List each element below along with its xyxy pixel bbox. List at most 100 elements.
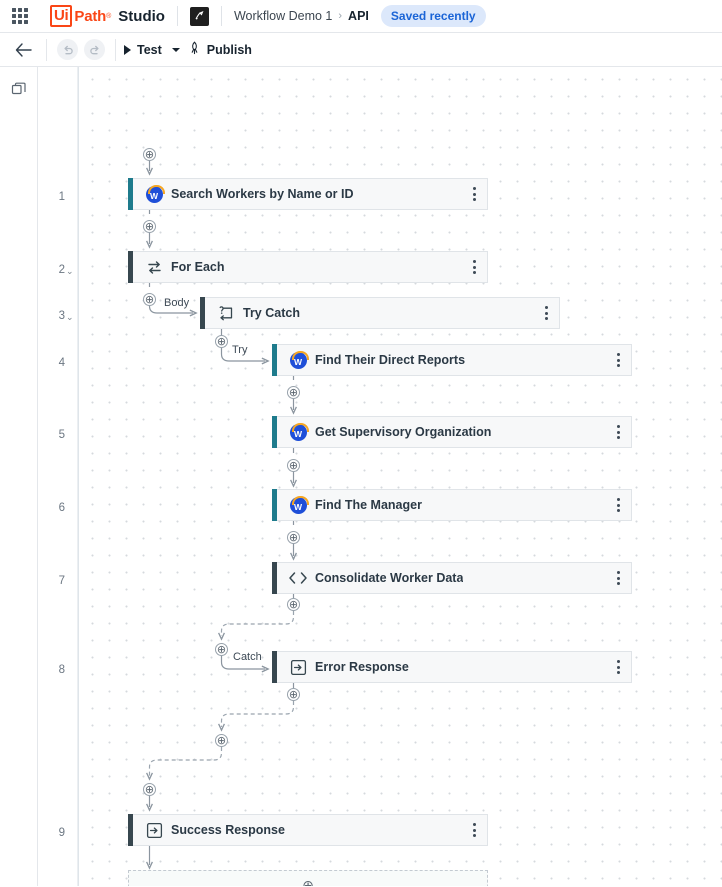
undo-redo-group: [47, 39, 115, 60]
workflow-node-find-the-manager[interactable]: W Find The Manager: [272, 489, 632, 521]
node-title: For Each: [171, 260, 225, 274]
node-accent-bar: [272, 562, 277, 594]
try-catch-icon: [209, 305, 243, 322]
node-title: Try Catch: [243, 306, 300, 320]
add-activity-button[interactable]: ⊕: [143, 148, 156, 161]
plus-icon: ⊕: [302, 878, 314, 886]
response-icon: [281, 659, 315, 676]
breadcrumb-current[interactable]: API: [348, 9, 369, 23]
collapse-chevron-down-icon[interactable]: ⌄: [66, 266, 74, 276]
undo-button[interactable]: [57, 39, 78, 60]
try-catch-icon: [219, 305, 233, 320]
workday-icon: W: [289, 422, 309, 441]
node-title: Success Response: [171, 823, 285, 837]
divider: [220, 6, 222, 26]
code-icon: [281, 570, 315, 586]
workday-icon: W: [289, 350, 309, 369]
branch-label-try: Try: [232, 344, 248, 356]
workflow-node-try-catch[interactable]: Try Catch: [200, 297, 560, 329]
status-badge-saved: Saved recently: [380, 5, 486, 27]
action-bar: Test Publish: [0, 33, 722, 67]
workflow-node-search-workers[interactable]: W Search Workers by Name or ID: [128, 178, 488, 210]
node-more-options-icon[interactable]: [470, 257, 479, 277]
add-activity-button[interactable]: ⊕: [215, 734, 228, 747]
node-accent-bar: [128, 251, 133, 283]
workday-icon: W: [281, 422, 315, 441]
branch-label-body: Body: [164, 297, 190, 309]
publish-button[interactable]: Publish: [180, 33, 260, 66]
node-more-options-icon[interactable]: [614, 657, 623, 677]
copy-files-icon[interactable]: [0, 75, 38, 105]
response-icon: [137, 822, 171, 839]
add-activity-button[interactable]: ⊕: [287, 531, 300, 544]
node-accent-bar: [200, 297, 205, 329]
node-more-options-icon[interactable]: [614, 568, 623, 588]
node-title: Find The Manager: [315, 498, 422, 512]
play-icon: [124, 44, 131, 55]
breadcrumb: Workflow Demo 1 › API: [234, 9, 369, 23]
divider: [46, 38, 47, 61]
node-title: Search Workers by Name or ID: [171, 187, 354, 201]
loop-icon: [147, 260, 161, 274]
workflow-node-error-response[interactable]: Error Response: [272, 651, 632, 683]
breadcrumb-project[interactable]: Workflow Demo 1: [233, 9, 333, 23]
logo-studio-text: Studio: [118, 7, 165, 25]
node-title: Error Response: [315, 660, 409, 674]
gutter-line-number: 7: [58, 575, 65, 587]
workflow-node-for-each[interactable]: For Each: [128, 251, 488, 283]
gutter-line-number: 3: [58, 310, 65, 322]
add-activity-button[interactable]: ⊕: [215, 335, 228, 348]
node-accent-bar: [128, 178, 133, 210]
workday-icon: W: [137, 184, 171, 203]
node-title: Consolidate Worker Data: [315, 571, 464, 585]
node-accent-bar: [272, 489, 277, 521]
add-activity-button[interactable]: ⊕: [215, 643, 228, 656]
test-dropdown-caret-icon[interactable]: [171, 47, 180, 52]
logo-trademark-icon: ®: [106, 12, 112, 20]
code-icon: [289, 572, 307, 584]
logo-path-text: Path: [74, 7, 107, 25]
workday-icon: W: [145, 184, 165, 203]
node-more-options-icon[interactable]: [614, 422, 623, 442]
add-activity-button[interactable]: ⊕: [143, 220, 156, 233]
workday-icon: W: [289, 495, 309, 514]
response-icon: [290, 659, 306, 675]
test-button[interactable]: Test: [116, 33, 170, 66]
node-more-options-icon[interactable]: [614, 350, 623, 370]
left-rail: [0, 67, 38, 886]
node-title: Get Supervisory Organization: [315, 425, 492, 439]
node-more-options-icon[interactable]: [470, 820, 479, 840]
redo-button[interactable]: [84, 39, 105, 60]
add-activity-button[interactable]: ⊕: [287, 459, 300, 472]
add-activity-button[interactable]: ⊕: [143, 293, 156, 306]
collapse-chevron-down-icon[interactable]: ⌄: [66, 312, 74, 322]
node-accent-bar: [272, 651, 277, 683]
add-activity-dropzone[interactable]: ⊕: [128, 870, 488, 886]
workflow-node-success-response[interactable]: Success Response: [128, 814, 488, 846]
node-more-options-icon[interactable]: [470, 184, 479, 204]
workflow-node-consolidate-worker-data[interactable]: Consolidate Worker Data: [272, 562, 632, 594]
add-activity-button[interactable]: ⊕: [287, 688, 300, 701]
node-more-options-icon[interactable]: [542, 303, 551, 323]
gutter-line-number: 8: [58, 664, 65, 676]
add-activity-button[interactable]: ⊕: [287, 386, 300, 399]
node-accent-bar: [272, 416, 277, 448]
add-activity-button[interactable]: ⊕: [143, 783, 156, 796]
back-button[interactable]: [0, 33, 46, 66]
response-icon: [146, 822, 162, 838]
gutter-line-number: 2: [58, 264, 65, 276]
divider: [176, 6, 178, 26]
project-thumbnail-icon[interactable]: [189, 6, 209, 26]
loop-icon: [137, 259, 171, 276]
workflow-node-get-supervisory-org[interactable]: W Get Supervisory Organization: [272, 416, 632, 448]
add-activity-button[interactable]: ⊕: [287, 598, 300, 611]
gutter-line-number: 1: [58, 191, 65, 203]
apps-grid-icon[interactable]: [12, 8, 34, 24]
divider: [115, 38, 116, 61]
node-more-options-icon[interactable]: [614, 495, 623, 515]
gutter-line-number: 4: [58, 357, 65, 369]
